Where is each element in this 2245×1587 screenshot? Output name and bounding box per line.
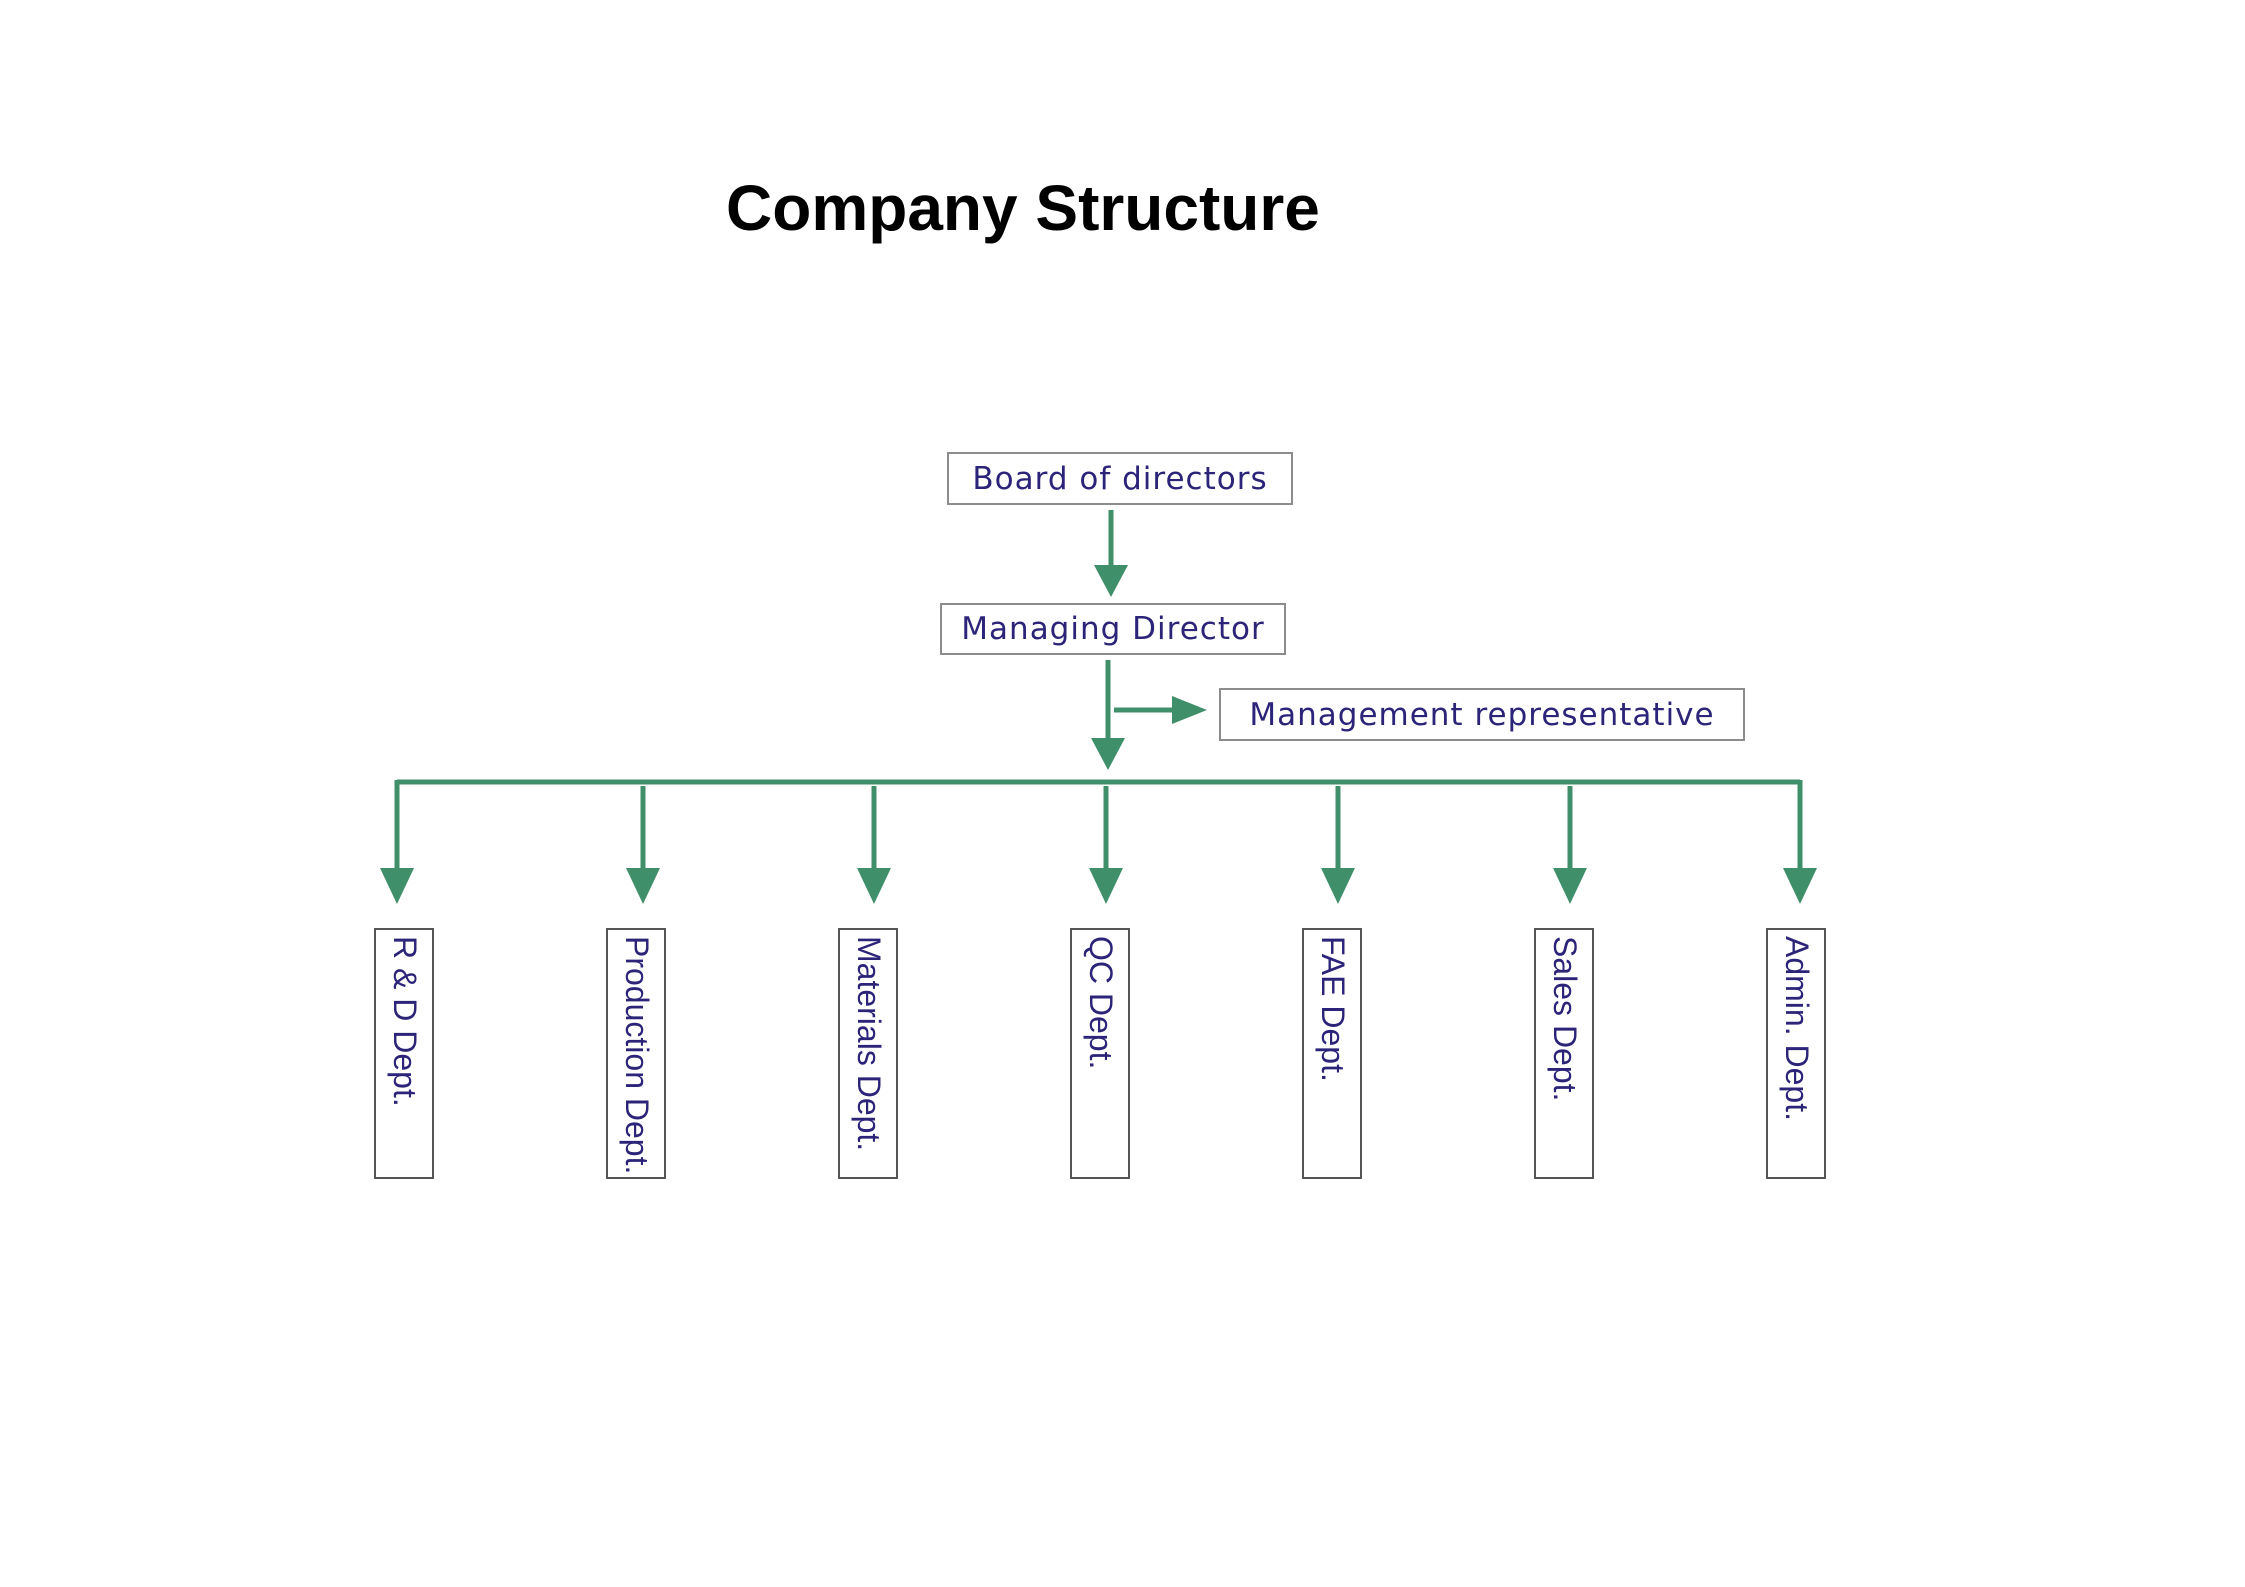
dept-label: QC Dept. bbox=[1083, 936, 1119, 1070]
dept-label: Sales Dept. bbox=[1547, 936, 1583, 1102]
arrowhead-down-sales bbox=[1553, 868, 1587, 904]
dept-label: R & D Dept. bbox=[387, 936, 423, 1107]
dept-label: FAE Dept. bbox=[1315, 936, 1351, 1082]
arrowhead-down-md bbox=[1094, 565, 1128, 597]
dept-label: Materials Dept. bbox=[851, 936, 887, 1152]
arrowhead-down-production bbox=[626, 868, 660, 904]
arrowhead-down-materials bbox=[857, 868, 891, 904]
node-board-of-directors: Board of directors bbox=[947, 452, 1293, 505]
page-title: Company Structure bbox=[726, 172, 1320, 244]
arrowhead-right-management-rep bbox=[1172, 696, 1207, 724]
node-label: Managing Director bbox=[961, 611, 1265, 647]
dept-label: Admin. Dept. bbox=[1779, 936, 1815, 1121]
arrowhead-down-admin bbox=[1783, 868, 1817, 904]
arrowhead-down-fae bbox=[1321, 868, 1355, 904]
dept-box-fae: FAE Dept. bbox=[1302, 928, 1362, 1179]
dept-box-production: Production Dept. bbox=[606, 928, 666, 1179]
node-management-representative: Management representative bbox=[1219, 688, 1745, 741]
dept-box-qc: QC Dept. bbox=[1070, 928, 1130, 1179]
dept-box-materials: Materials Dept. bbox=[838, 928, 898, 1179]
node-managing-director: Managing Director bbox=[940, 603, 1286, 655]
dept-box-admin: Admin. Dept. bbox=[1766, 928, 1826, 1179]
arrowhead-down-rd bbox=[380, 868, 414, 904]
node-label: Management representative bbox=[1249, 696, 1715, 733]
dept-box-rd: R & D Dept. bbox=[374, 928, 434, 1179]
arrowhead-down-qc bbox=[1089, 868, 1123, 904]
dept-box-sales: Sales Dept. bbox=[1534, 928, 1594, 1179]
arrowhead-down-bus bbox=[1091, 738, 1125, 770]
node-label: Board of directors bbox=[972, 460, 1268, 497]
dept-label: Production Dept. bbox=[619, 936, 655, 1175]
